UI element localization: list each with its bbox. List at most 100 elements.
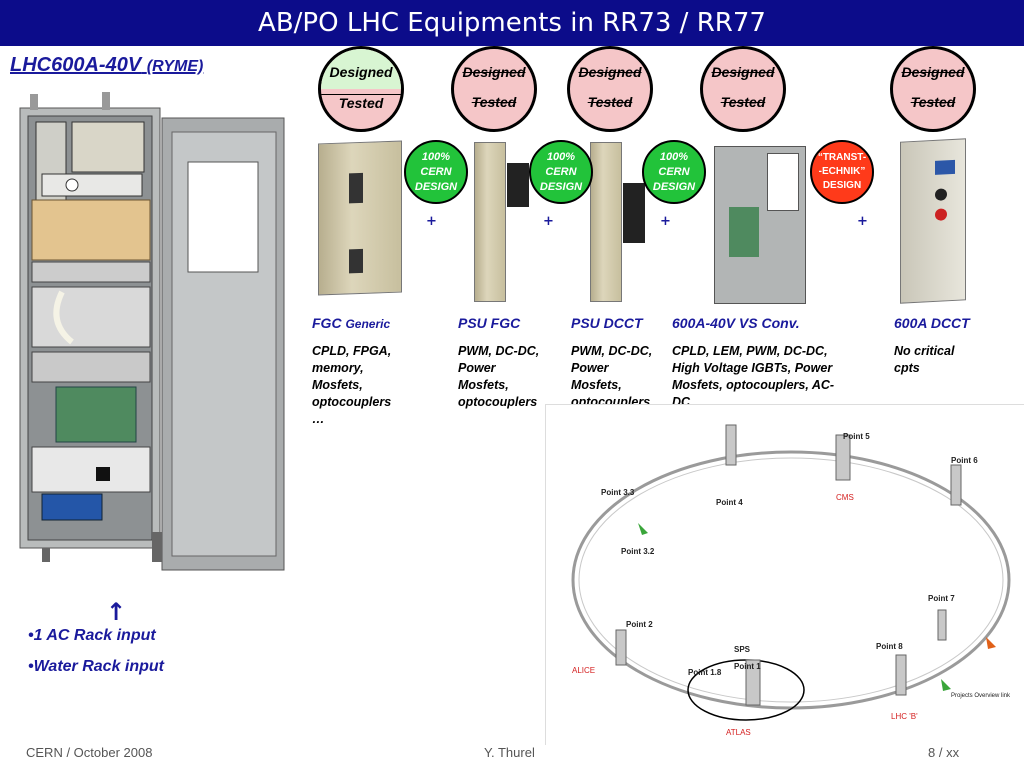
rack-model-name: LHC600A-40V [10, 54, 142, 76]
product-desc-fgc: CPLD, FPGA, memory, Mosfets, optocoupler… [312, 343, 447, 428]
rack-model-title: LHC600A-40V (RYME) [10, 54, 203, 77]
product-name-dcct: 600A DCCT [894, 315, 970, 331]
badge-designed-label: Designed [711, 64, 775, 80]
vs-converter-photo [714, 146, 806, 304]
orange-marker-icon [986, 637, 996, 649]
green-marker-icon [638, 523, 648, 535]
desc-line: memory, [312, 361, 364, 375]
plus-sign: + [857, 214, 868, 229]
map-label-point1-8: Point 1.8 [688, 668, 722, 677]
transtechnik-design-badge: “TRANST- -ECHNIK” DESIGN [810, 140, 874, 204]
cern-badge-line2: CERN [658, 165, 690, 178]
up-arrow-icon: ↑ [106, 598, 127, 626]
map-label-alice: ALICE [572, 666, 595, 675]
product-name-main: FGC [312, 315, 342, 331]
map-label-point3-3: Point 3.3 [601, 488, 635, 497]
desc-line: PWM, DC-DC, [571, 344, 653, 358]
cern-badge-line1: 100% [659, 150, 689, 163]
cern-badge-line3: DESIGN [652, 180, 696, 193]
map-label-point5: Point 5 [843, 432, 870, 441]
map-label-point7: Point 7 [928, 594, 955, 603]
status-badge-vs-conv: Designed Tested [700, 46, 786, 132]
cern-badge-line1: 100% [421, 150, 451, 163]
cern-design-badge: 100% CERN DESIGN [642, 140, 706, 204]
status-badge-psu-fgc: Designed Tested [451, 46, 537, 132]
map-label-atlas: ATLAS [726, 728, 751, 737]
transt-badge-line2: -ECHNIK” [818, 166, 866, 177]
product-desc-dcct: No critical cpts [894, 343, 1004, 377]
map-label-point6: Point 6 [951, 456, 978, 465]
fgc-board-photo [318, 140, 402, 296]
cern-design-badge: 100% CERN DESIGN [404, 140, 468, 204]
desc-line: Mosfets, optocouplers, AC- [672, 378, 835, 392]
desc-line: CPLD, LEM, PWM, DC-DC, [672, 344, 828, 358]
psu-fgc-board-photo [474, 142, 529, 302]
slide-title: AB/PO LHC Equipments in RR73 / RR77 [0, 0, 1024, 46]
map-projects-link[interactable]: Projects Overview link [951, 693, 1011, 699]
badge-designed-label: Designed [462, 64, 526, 80]
plus-sign: + [426, 214, 437, 229]
desc-line: Mosfets, [571, 378, 622, 392]
map-label-point1: Point 1 [734, 662, 761, 671]
plus-sign: + [543, 214, 554, 229]
desc-line: Power [571, 361, 609, 375]
badge-tested-label: Tested [587, 94, 633, 110]
cern-design-badge: 100% CERN DESIGN [529, 140, 593, 204]
green-marker-icon [941, 679, 951, 691]
product-name-qualifier: Generic [345, 317, 391, 331]
footer-author: Y. Thurel [484, 745, 535, 760]
badge-designed-label: Designed [578, 64, 642, 80]
desc-line: cpts [894, 361, 920, 375]
transt-badge-line1: “TRANST- [817, 152, 867, 163]
footer-page-number: 8 / xx [928, 745, 960, 760]
map-label-cms: CMS [836, 493, 854, 502]
bullet-water-input: •Water Rack input [28, 658, 164, 675]
status-badge-psu-dcct: Designed Tested [567, 46, 653, 132]
cern-badge-line3: DESIGN [539, 180, 583, 193]
product-desc-psu-fgc: PWM, DC-DC, Power Mosfets, optocouplers [458, 343, 568, 411]
dcct-module-photo [900, 138, 966, 304]
product-desc-vs-conv: CPLD, LEM, PWM, DC-DC, High Voltage IGBT… [672, 343, 872, 411]
desc-line: Power [458, 361, 496, 375]
badge-designed-label: Designed [901, 64, 965, 80]
map-label-sps: SPS [734, 645, 751, 654]
product-name-vs-conv: 600A-40V VS Conv. [672, 315, 800, 331]
map-label-point3-2: Point 3.2 [621, 547, 655, 556]
desc-line: High Voltage IGBTs, Power [672, 361, 833, 375]
desc-line: No critical [894, 344, 955, 358]
lhc-ring-map: Point 5 Point 6 Point 4 Point 3.3 Point … [571, 424, 1011, 737]
cern-badge-line2: CERN [420, 165, 452, 178]
rack-photo [12, 92, 294, 580]
bullet-ac-input: •1 AC Rack input [28, 627, 156, 644]
cern-badge-line2: CERN [545, 165, 577, 178]
desc-line: CPLD, FPGA, [312, 344, 392, 358]
map-label-lhcb: LHC 'B' [891, 712, 918, 721]
desc-line: optocouplers [312, 395, 392, 409]
badge-tested-label: Tested [910, 94, 956, 110]
desc-line: … [312, 412, 325, 426]
badge-designed-label: Designed [329, 64, 393, 80]
lhc-map: Point 5 Point 6 Point 4 Point 3.3 Point … [545, 404, 1024, 745]
map-label-point8: Point 8 [876, 642, 903, 651]
footer-left: CERN / October 2008 [26, 745, 153, 760]
plus-sign: + [660, 214, 671, 229]
badge-tested-label: Tested [720, 94, 766, 110]
rack-illustration [19, 92, 285, 571]
product-name-psu-dcct: PSU DCCT [571, 315, 643, 331]
status-badge-fgc: Designed Tested [318, 46, 404, 132]
cern-badge-line1: 100% [546, 150, 576, 163]
desc-line: optocouplers [458, 395, 538, 409]
cern-badge-line3: DESIGN [414, 180, 458, 193]
psu-dcct-board-photo [590, 142, 645, 302]
map-label-point4: Point 4 [716, 498, 743, 507]
desc-line: PWM, DC-DC, [458, 344, 540, 358]
badge-tested-label: Tested [471, 94, 517, 110]
product-name-fgc: FGC Generic [312, 315, 390, 331]
desc-line: Mosfets, [458, 378, 509, 392]
status-badge-dcct: Designed Tested [890, 46, 976, 132]
map-label-point2: Point 2 [626, 620, 653, 629]
rack-model-code: (RYME) [146, 58, 204, 75]
badge-tested-label: Tested [321, 94, 401, 111]
transt-badge-line3: DESIGN [822, 180, 862, 191]
product-desc-psu-dcct: PWM, DC-DC, Power Mosfets, optocouplers [571, 343, 671, 411]
